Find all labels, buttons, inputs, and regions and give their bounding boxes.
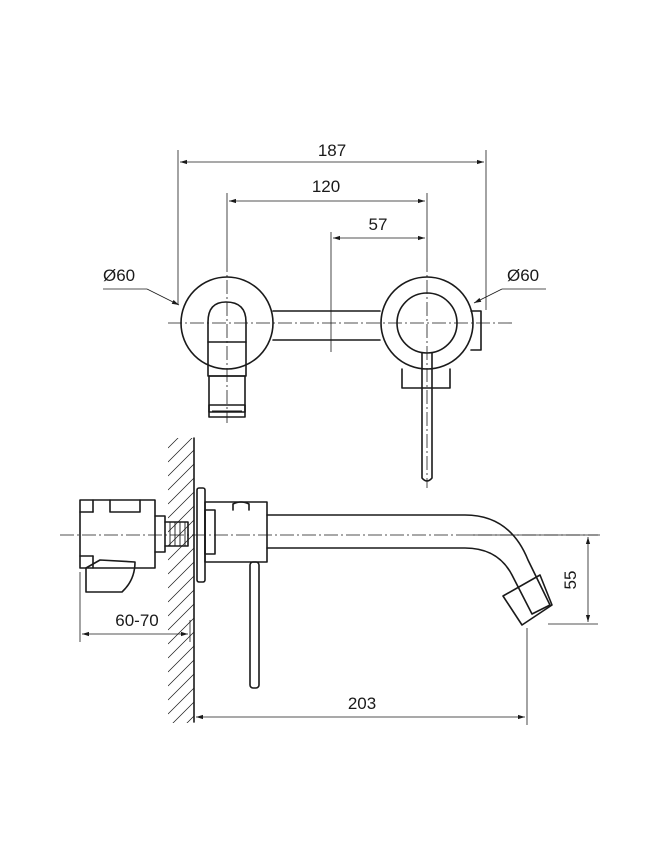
dim-wall-depth-label: 60-70 [115, 611, 158, 630]
dim-spout-projection-label: 203 [348, 694, 376, 713]
concealed-valve-body [79, 499, 189, 593]
side-lever [249, 561, 260, 689]
side-dimensions: 60-70 203 55 [79, 534, 598, 725]
side-view [60, 437, 600, 723]
dim-left-dia-label: Ø60 [103, 266, 135, 285]
front-view [168, 258, 512, 488]
dim-57-label: 57 [369, 215, 388, 234]
dim-right-dia-label: Ø60 [507, 266, 539, 285]
front-dimensions: 187 120 57 Ø60 Ø60 [103, 141, 546, 352]
spout-elbow [207, 301, 247, 343]
handle-bracket [85, 559, 136, 593]
wall-hatch [168, 438, 194, 723]
dim-spout-height-label: 55 [561, 571, 580, 590]
dim-120-label: 120 [312, 177, 340, 196]
side-spout [266, 514, 551, 615]
dim-187-label: 187 [318, 141, 346, 160]
